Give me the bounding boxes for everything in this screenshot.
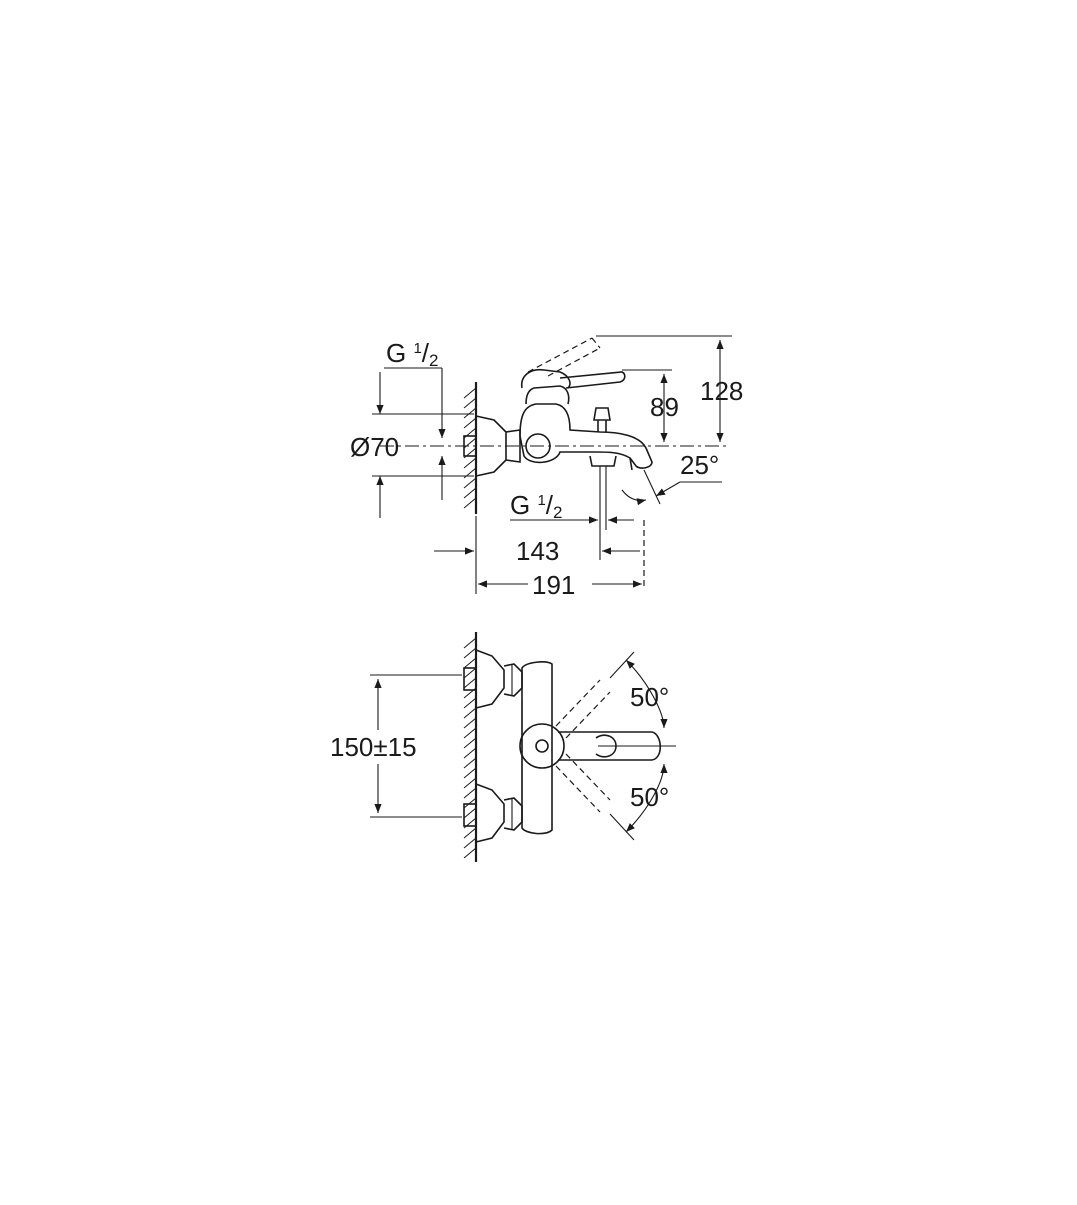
angle-bottom-label: 50° [630,782,669,812]
wall-hatch-line [463,737,477,749]
wall-hatch-line [463,807,477,819]
height-128-label: 128 [700,376,743,406]
spout-angle-dimension: 25° [621,450,722,506]
wall-hatch-line [463,637,477,649]
wall-hatch-line [463,697,477,709]
inlet-thread-dimension: G 1/2 [384,338,446,500]
wall-hatch-line [463,747,477,759]
wall-hatch-line [463,847,477,859]
wall-hatch-line [463,497,477,509]
centre-distance-label: 150±15 [330,732,417,762]
depth-143-dimension: 143 [434,536,640,566]
depth-191-label: 191 [532,570,575,600]
handle-top [519,723,662,769]
wall-hatch-line [463,657,477,669]
wall-hatch-line [463,707,477,719]
wall-hatch-line [463,677,477,689]
wall-rosette-side [463,415,521,477]
wall-hatch-line [463,487,477,499]
wall-side [463,382,478,514]
rosette-diameter-label: Ø70 [350,432,399,462]
wall-hatch-line [463,757,477,769]
wall-top [463,632,478,862]
wall-hatch-line [463,767,477,779]
outlet-thread-label: G 1/2 [510,490,563,522]
wall-hatch-line [463,417,477,429]
wall-hatch-line [463,837,477,849]
wall-hatch-line [463,727,477,739]
wall-hatch-line [463,407,477,419]
lower-rosette [463,783,523,843]
wall-hatch-line [463,647,477,659]
wall-hatch-line [463,397,477,409]
height-89-dimension: 89 [622,369,679,442]
outlet-thread-dimension: G 1/2 [510,490,634,524]
depth-143-label: 143 [516,536,559,566]
centre-distance-dimension: 150±15 [330,674,462,818]
depth-191-dimension: 191 [475,516,645,600]
wall-hatch-line [463,457,477,469]
lever-rotation-dashed [555,651,676,841]
wall-hatch-line [463,477,477,489]
height-89-label: 89 [650,392,679,422]
wall-hatch-line [463,387,477,399]
angle-arcs: 50° 50° [625,659,669,833]
height-128-dimension: 128 [596,335,743,442]
wall-hatch-line [463,667,477,679]
wall-hatch-line [463,827,477,839]
upper-rosette [463,649,523,709]
wall-hatch-line [463,717,477,729]
top-view: 50° 50° 150±15 [330,632,676,862]
spout-angle-label: 25° [680,450,719,480]
angle-top-label: 50° [630,682,669,712]
mixer-body-top [521,661,553,835]
rosette-diameter-dimension: Ø70 [350,372,474,518]
wall-hatch-line [463,797,477,809]
inlet-thread-label: G 1/2 [386,338,439,370]
mixer-body-side [519,337,653,560]
wall-hatch-line [463,787,477,799]
wall-hatch-line [463,777,477,789]
side-view: G 1/2 Ø70 89 128 25° [350,335,743,600]
